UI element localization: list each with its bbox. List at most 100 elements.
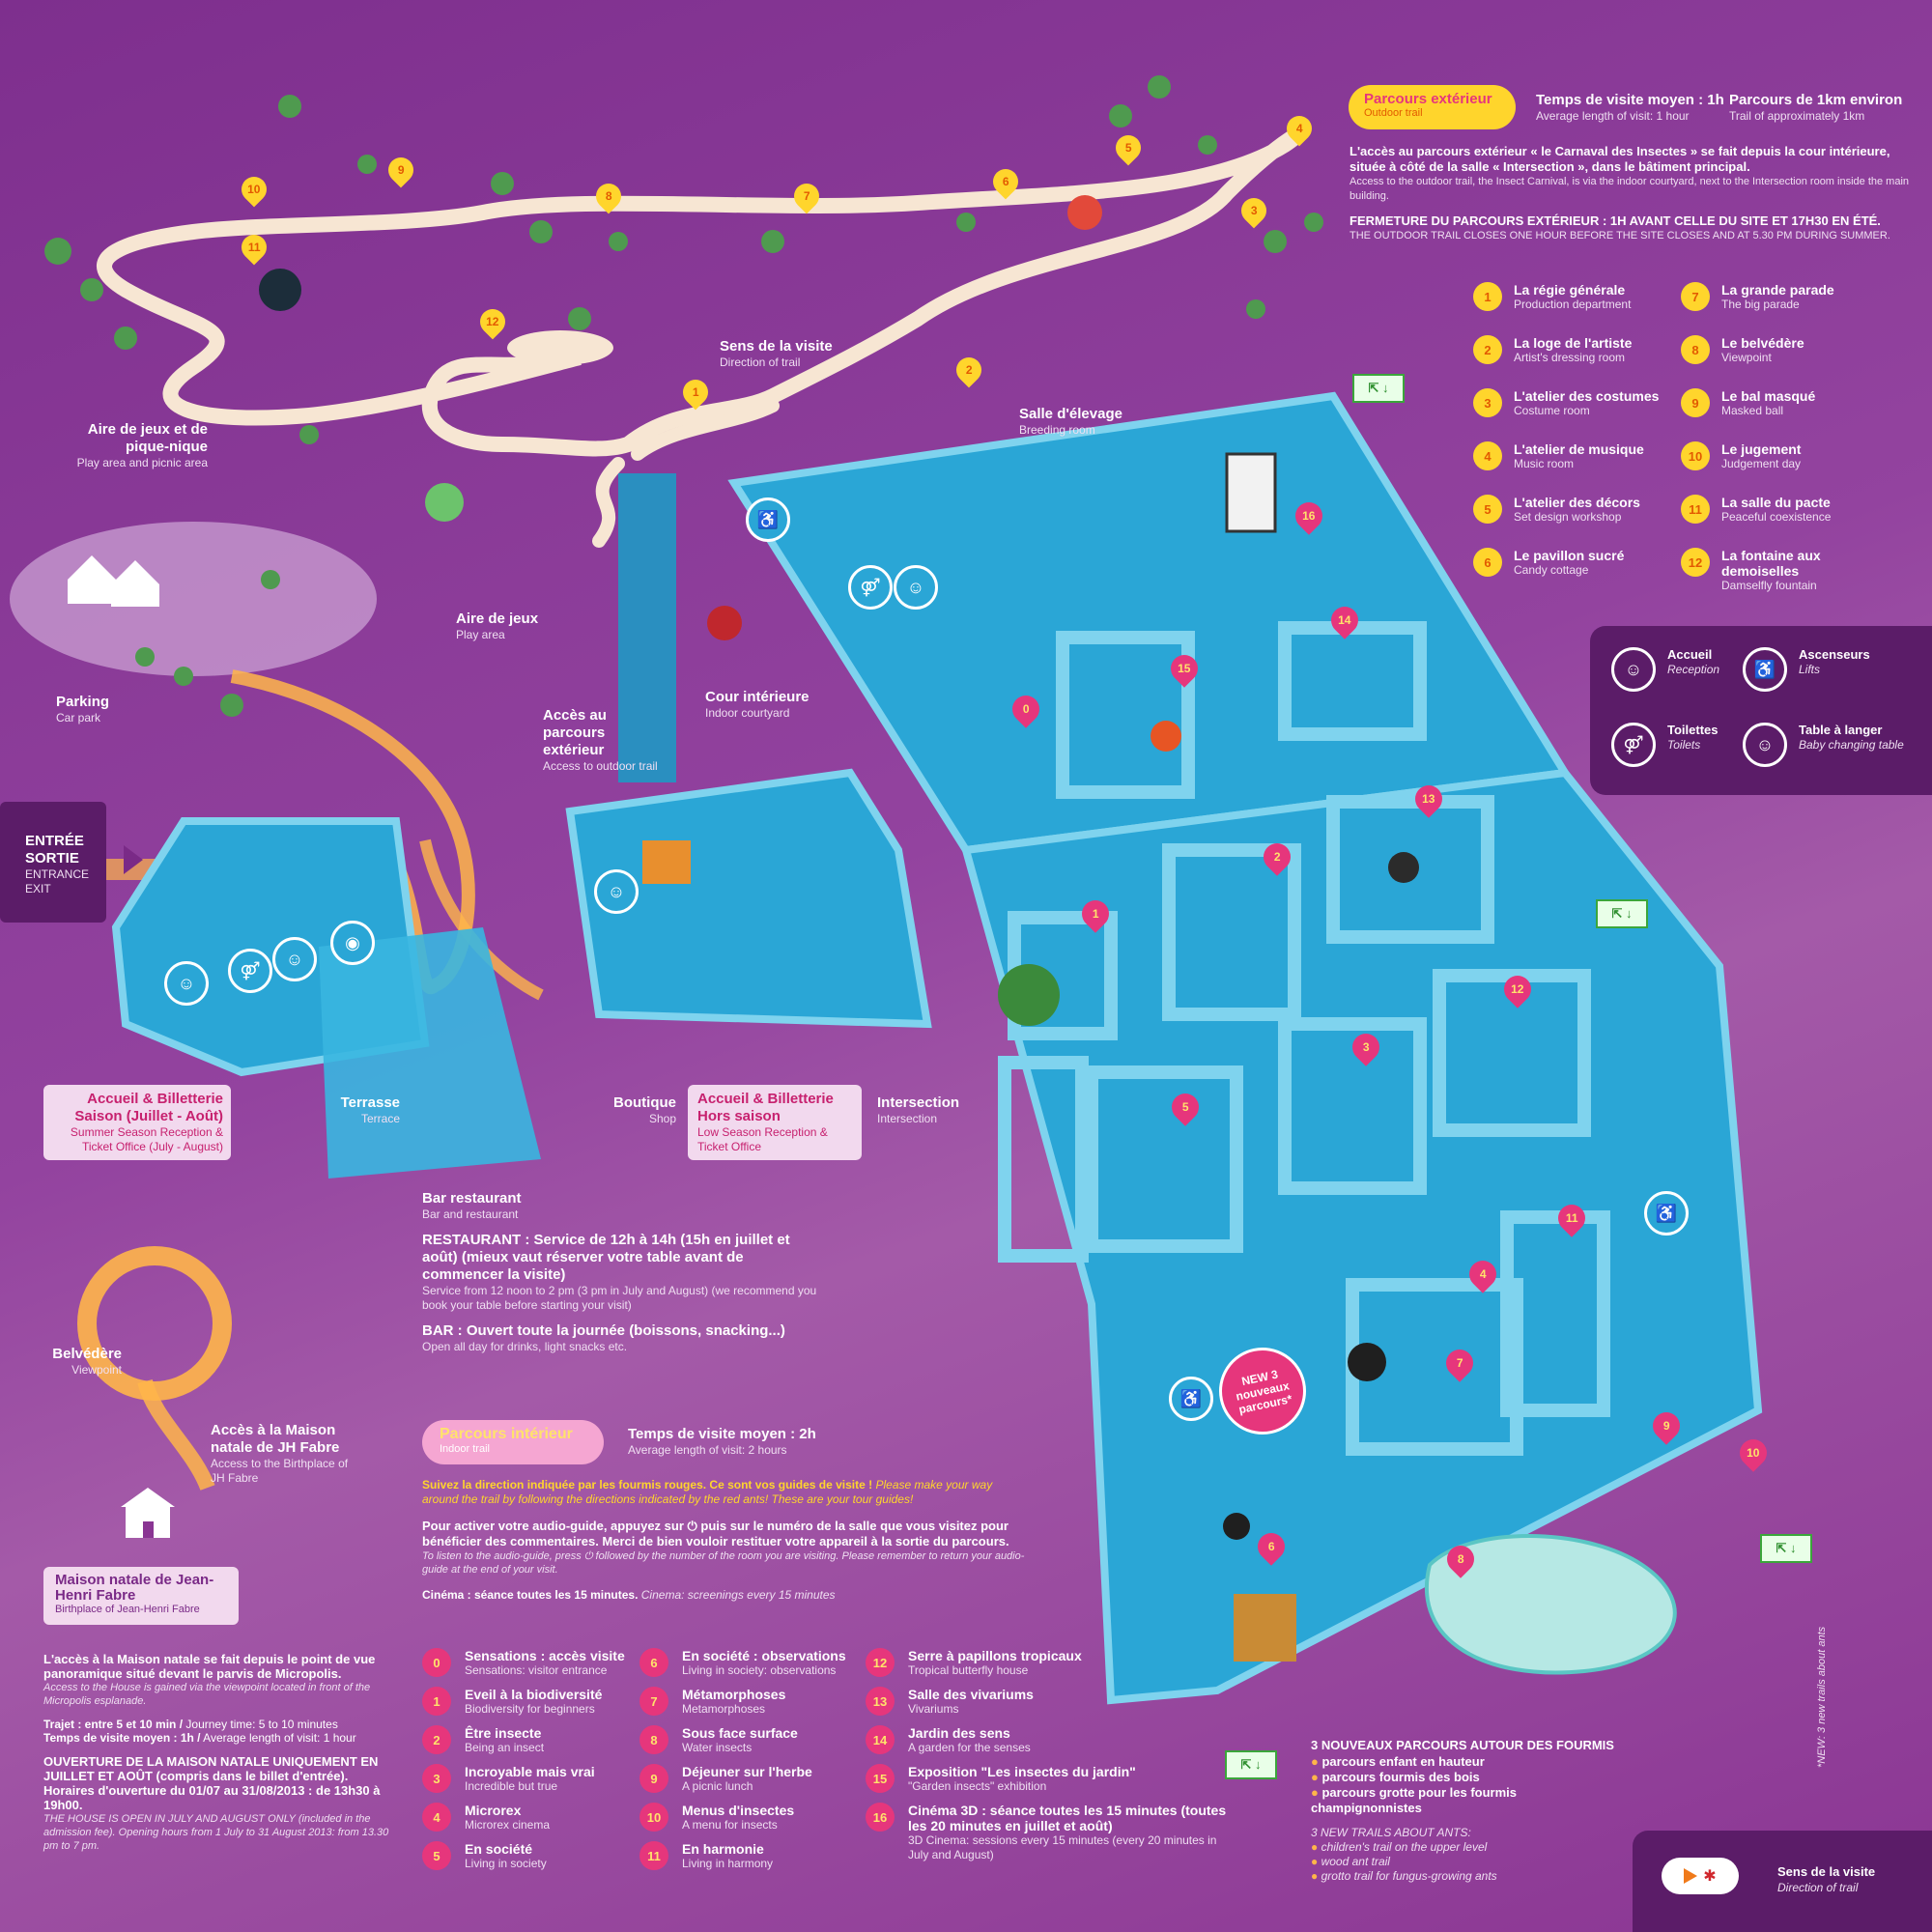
trees [44, 75, 1323, 717]
red-ant-icon: ✱ [1703, 1868, 1717, 1885]
emergency-exit-sign: ⇱ ↓ [1225, 1750, 1277, 1779]
lift-icon: ♿ [746, 497, 790, 542]
interior-walls [998, 621, 1610, 1456]
birthplace-path [137, 1378, 215, 1492]
fountain-pool [507, 330, 613, 365]
toilets-icon: ⚤ [1611, 723, 1656, 767]
reception-icon: ☺ [594, 869, 639, 914]
outdoor-title-pill: Parcours extérieur Outdoor trail [1349, 85, 1516, 129]
birthplace-info: L'accès à la Maison natale se fait depui… [43, 1652, 389, 1852]
birthplace-title-box: Maison natale de Jean-Henri Fabre Birthp… [43, 1567, 239, 1625]
terrace-block [319, 927, 541, 1179]
side-note: *NEW: 3 new trails about ants [1816, 1626, 1828, 1768]
play-picnic-area [10, 522, 377, 676]
lift-icon: ♿ [1169, 1377, 1213, 1421]
baby-changing-icon: ☺ [1743, 723, 1787, 767]
orange-triangle-icon [1684, 1868, 1698, 1884]
baby-changing-icon: ☺ [272, 937, 317, 981]
baby-changing-icon: ☺ [894, 565, 938, 610]
toilets-icon: ⚤ [228, 949, 272, 993]
building-link-block [565, 768, 932, 1029]
summer-reception-label: Accueil & Billetterie Saison (Juillet - … [43, 1085, 231, 1160]
outdoor-access-text: L'accès au parcours extérieur « le Carna… [1350, 144, 1910, 242]
outdoor-trail-access [592, 399, 780, 548]
reception-icon: ☺ [164, 961, 209, 1006]
toilets-icon: ⚤ [848, 565, 893, 610]
emergency-exit-sign: ⇱ ↓ [1596, 899, 1648, 928]
low-season-reception-label: Accueil & Billetterie Hors saison Low Se… [688, 1085, 862, 1160]
indoor-info-text: Suivez la direction indiquée par les fou… [422, 1478, 1025, 1602]
stair-tower [618, 473, 676, 782]
entrance-arrow-icon [124, 845, 143, 874]
new-trails-info: 3 NOUVEAUX PARCOURS AUTOUR DES FOURMIS ●… [1311, 1738, 1614, 1883]
restaurant-icon: ◉ [330, 921, 375, 965]
damselfly-pond [1424, 1534, 1677, 1675]
restaurant-info: Bar restaurant Bar and restaurant RESTAU… [422, 1190, 817, 1353]
lift-icon: ♿ [1743, 647, 1787, 692]
emergency-exit-sign: ⇱ ↓ [1352, 374, 1405, 403]
direction-legend: ✱ Sens de la visite Direction of trail [1633, 1831, 1932, 1932]
decor-insects [259, 195, 1419, 1662]
entrance-box [0, 802, 106, 923]
house-icon [121, 1488, 175, 1538]
reception-icon: ☺ [1611, 647, 1656, 692]
lift-icon: ♿ [1644, 1191, 1689, 1236]
direction-legend-swatch: ✱ [1662, 1858, 1739, 1894]
